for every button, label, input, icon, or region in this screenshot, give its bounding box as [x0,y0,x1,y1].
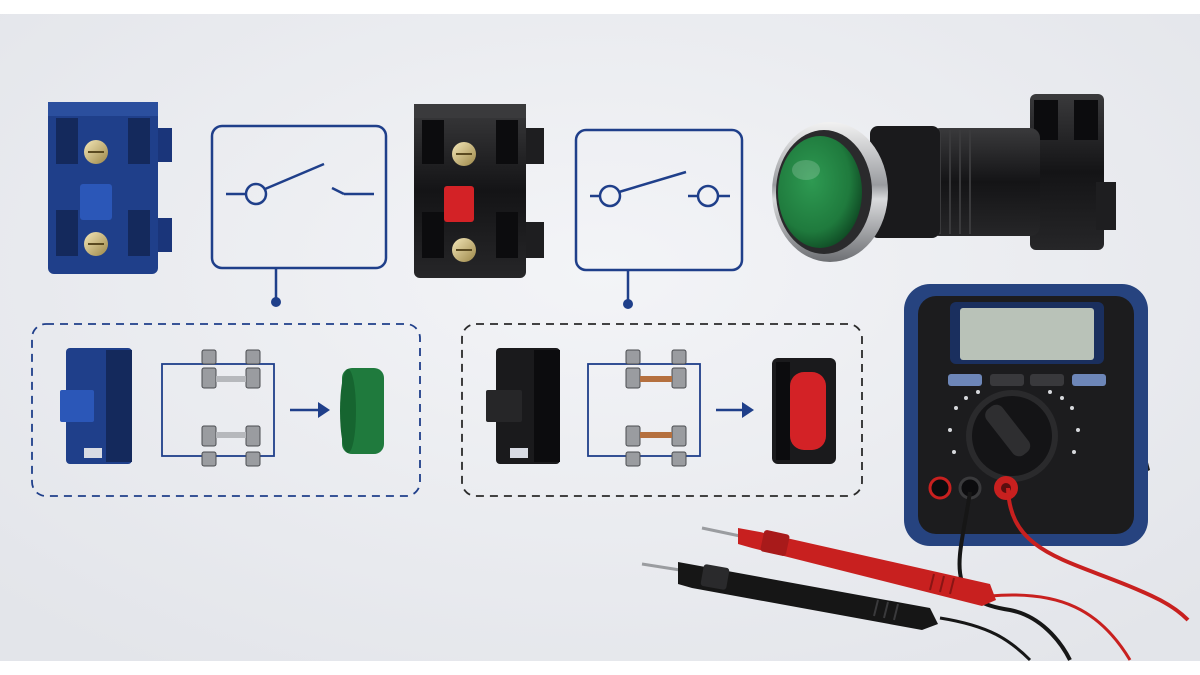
multimeter [904,284,1150,546]
black-contact-block [414,104,544,278]
green-push-button [772,94,1116,262]
no-detail-panel [31,323,421,497]
top-border [0,0,1200,14]
normally-closed-symbol [574,128,744,309]
red-probe [701,526,996,606]
normally-open-symbol [210,124,388,307]
nc-detail-panel [461,323,863,497]
black-probe [641,562,938,630]
blue-contact-block [48,102,172,274]
bottom-border [0,661,1200,675]
test-leads [641,487,1190,662]
